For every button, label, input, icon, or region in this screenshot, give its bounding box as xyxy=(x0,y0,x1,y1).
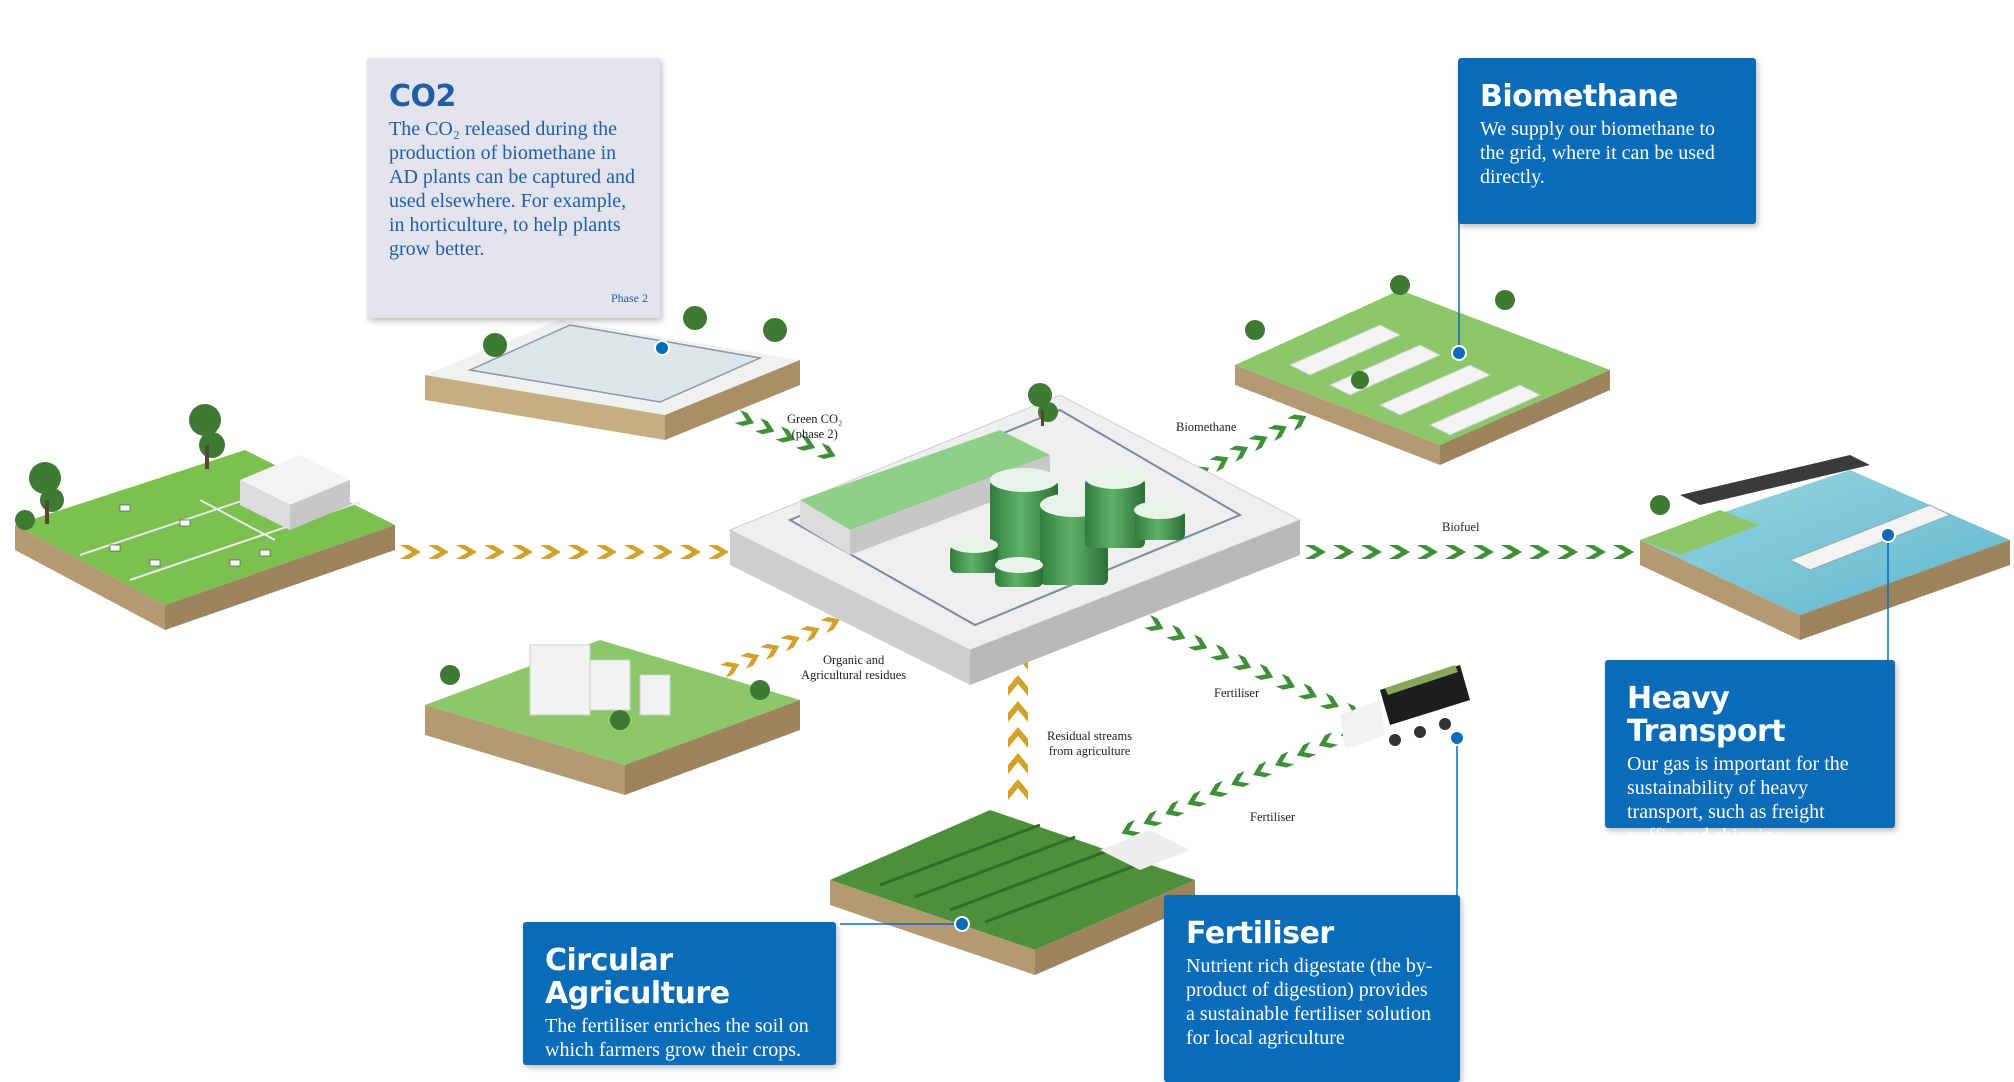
heavy-transport-text: Our gas is important for the sustainabil… xyxy=(1627,753,1849,847)
fertiliser-callout: Fertiliser Nutrient rich digestate (the … xyxy=(1164,895,1460,1082)
flow-label-fertiliser-field: Fertiliser xyxy=(1250,810,1296,824)
heavy-transport-title: Heavy Transport xyxy=(1627,681,1786,749)
callout-lines xyxy=(840,222,1889,925)
co2-phase-note: Phase 2 xyxy=(611,291,648,305)
co2-title: CO2 xyxy=(389,79,456,114)
harbour-tile xyxy=(1640,455,2010,640)
flow-label-green-co2: Green CO₂(phase 2) xyxy=(787,412,843,441)
ad-plant-tile xyxy=(728,383,1302,685)
callout-dots xyxy=(654,340,1896,932)
circular-agriculture-callout: Circular Agriculture The fertiliser enri… xyxy=(523,922,836,1065)
arrows-residual-streams xyxy=(1008,649,1028,800)
flow-label-biofuel: Biofuel xyxy=(1442,520,1480,534)
co2-callout: CO2 The CO₂ released during the producti… xyxy=(367,58,660,318)
biomethane-title: Biomethane xyxy=(1480,79,1679,114)
biomethane-callout: Biomethane We supply our biomethane to t… xyxy=(1458,58,1756,224)
fertiliser-text: Nutrient rich digestate (the by-product … xyxy=(1186,955,1433,1049)
factory-tile xyxy=(425,640,800,795)
circular-agriculture-title: Circular Agriculture xyxy=(545,943,730,1011)
arrows-green-co2 xyxy=(734,410,836,459)
biomethane-text: We supply our biomethane to the grid, wh… xyxy=(1480,118,1716,188)
farm-tile xyxy=(15,404,395,630)
arrows-fertiliser-to-field xyxy=(1121,722,1360,836)
circular-agriculture-text: The fertiliser enriches the soil on whic… xyxy=(545,1015,809,1061)
greenhouse-tile xyxy=(425,306,800,440)
arrows-organic-residues xyxy=(720,617,840,678)
fertiliser-title: Fertiliser xyxy=(1186,916,1334,951)
grid-tile xyxy=(1235,275,1610,465)
flow-label-biomethane: Biomethane xyxy=(1176,420,1237,434)
field-tile xyxy=(830,810,1195,975)
flow-label-fertiliser-out: Fertiliser xyxy=(1214,686,1260,700)
truck xyxy=(1340,665,1470,750)
arrows-farm-input xyxy=(400,545,729,559)
heavy-transport-callout: Heavy Transport Our gas is important for… xyxy=(1605,660,1895,847)
co2-text: The CO₂ released during the production o… xyxy=(389,118,636,260)
